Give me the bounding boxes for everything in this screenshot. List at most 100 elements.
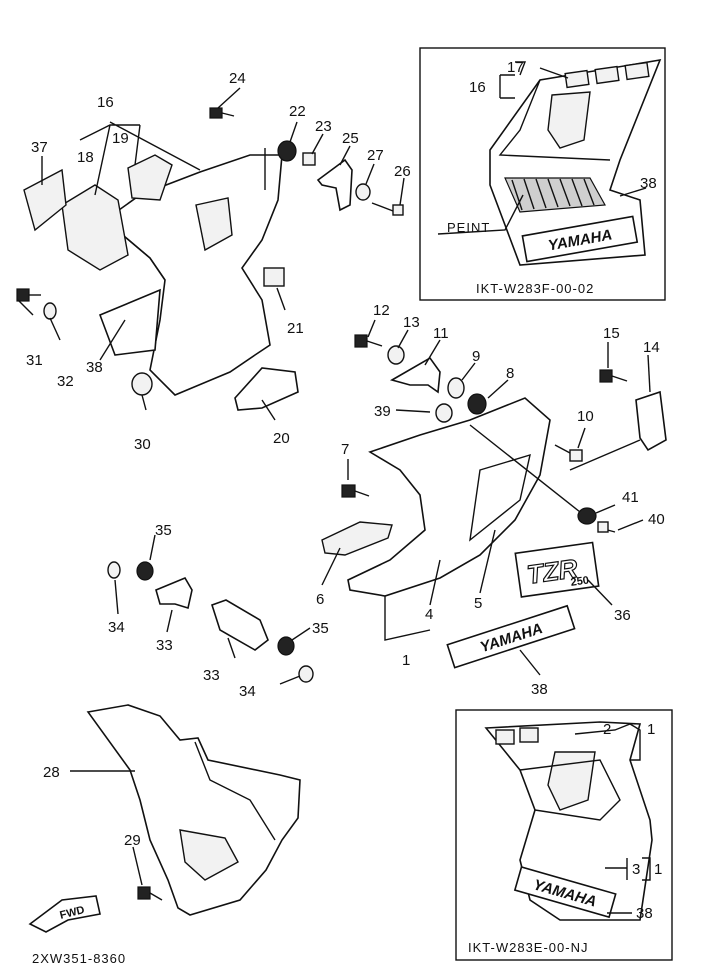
washer-34 bbox=[107, 561, 121, 579]
fairing-vent bbox=[195, 197, 233, 252]
screw-29 bbox=[137, 886, 163, 901]
callout-3: 3 bbox=[632, 861, 640, 878]
grommet-22 bbox=[277, 140, 297, 162]
screw-10 bbox=[554, 444, 583, 462]
callout-19: 19 bbox=[112, 130, 129, 147]
decal-yamaha: YAMAHA 38 bbox=[446, 604, 576, 698]
callout-28: 28 bbox=[43, 764, 60, 781]
callout-21: 21 bbox=[287, 320, 304, 337]
callout-40: 40 bbox=[648, 511, 665, 528]
inset-top-paint-hatch bbox=[504, 177, 606, 213]
callout-38: 38 bbox=[640, 175, 657, 192]
grommet-35 bbox=[136, 561, 154, 581]
inner-panel-18 bbox=[61, 184, 129, 271]
bolt-12 bbox=[354, 334, 383, 348]
inset-bottom-code: IKT-W283E-00-NJ bbox=[468, 940, 588, 955]
callout-37: 37 bbox=[31, 139, 48, 156]
screw-7 bbox=[341, 484, 370, 498]
inset-bottom-vent bbox=[547, 751, 596, 811]
callout-26: 26 bbox=[394, 163, 411, 180]
callout-6: 6 bbox=[316, 591, 324, 608]
callout-41: 41 bbox=[622, 489, 639, 506]
callout-36: 36 bbox=[614, 607, 631, 624]
callout-14: 14 bbox=[643, 339, 660, 356]
lower-fairing-panel bbox=[86, 704, 301, 916]
part-20 bbox=[234, 367, 299, 411]
washer-27 bbox=[355, 183, 371, 201]
upper-fairing-assembly: 16 19 18 37 31 32 38 30 21 20 24 22 23 2… bbox=[16, 70, 411, 453]
callout-38c: 38 bbox=[531, 681, 548, 698]
bracket-33 bbox=[155, 576, 193, 610]
inner-panel-19 bbox=[127, 154, 173, 201]
fwd-arrow: FWD bbox=[28, 895, 101, 933]
inset-top-vent bbox=[547, 91, 591, 149]
callout-20: 20 bbox=[273, 430, 290, 447]
callout-30: 30 bbox=[134, 436, 151, 453]
lower-fairing-vent bbox=[179, 829, 239, 881]
callout-2: 2 bbox=[603, 721, 611, 738]
peint-label: PEINT bbox=[447, 220, 490, 235]
washer-13 bbox=[387, 345, 405, 365]
callout-8: 8 bbox=[506, 365, 514, 382]
callout-18: 18 bbox=[77, 149, 94, 166]
callout-22: 22 bbox=[289, 103, 306, 120]
collar-9 bbox=[447, 377, 465, 399]
callout-35: 35 bbox=[155, 522, 172, 539]
callout-4: 4 bbox=[425, 606, 433, 623]
grommet-35b bbox=[277, 636, 295, 656]
screw-31 bbox=[16, 288, 41, 302]
callout-38d: 38 bbox=[636, 905, 653, 922]
callout-33: 33 bbox=[156, 637, 173, 654]
drawing-code: 2XW351-8360 bbox=[32, 951, 126, 966]
inset-bottom: YAMAHA 2 1 3 1 38 IKT-W283E-00-NJ bbox=[455, 709, 673, 961]
callout-24: 24 bbox=[229, 70, 246, 87]
screw-40 bbox=[597, 521, 616, 533]
upper-fairing-panel bbox=[103, 154, 283, 396]
bolt-26 bbox=[371, 202, 404, 216]
callout-16: 16 bbox=[469, 79, 486, 96]
part-21 bbox=[263, 267, 285, 287]
callout-15: 15 bbox=[603, 325, 620, 342]
decal-panel-38 bbox=[98, 288, 161, 356]
bolt-15 bbox=[599, 369, 628, 383]
callout-34: 34 bbox=[108, 619, 125, 636]
washer-34b bbox=[298, 665, 314, 683]
collar-39 bbox=[435, 403, 453, 423]
lower-fairing-assembly: 28 29 FWD 2XW351-8360 bbox=[28, 704, 301, 966]
inset-top: YAMAHA 16 17 38 PEINT IKT-W283F-00-02 bbox=[419, 47, 666, 301]
part-6 bbox=[321, 521, 393, 556]
grommet-41 bbox=[577, 507, 597, 525]
callout-25: 25 bbox=[342, 130, 359, 147]
callout-27: 27 bbox=[367, 147, 384, 164]
callout-5: 5 bbox=[474, 595, 482, 612]
callout-1: 1 bbox=[402, 652, 410, 669]
grommet-8 bbox=[467, 393, 487, 415]
inset-top-code: IKT-W283F-00-02 bbox=[476, 281, 594, 296]
callout-32: 32 bbox=[57, 373, 74, 390]
callout-35b: 35 bbox=[312, 620, 329, 637]
callout-34b: 34 bbox=[239, 683, 256, 700]
bracket-33b bbox=[211, 599, 269, 651]
callout-16b: 16 bbox=[97, 94, 114, 111]
callout-13: 13 bbox=[403, 314, 420, 331]
callout-31: 31 bbox=[26, 352, 43, 369]
collar-23 bbox=[302, 152, 316, 166]
washer-32 bbox=[43, 302, 57, 320]
inset-bottom-frame bbox=[455, 709, 673, 961]
callout-11: 11 bbox=[433, 325, 449, 342]
callout-33b: 33 bbox=[203, 667, 220, 684]
callout-29: 29 bbox=[124, 832, 141, 849]
bracket-14 bbox=[635, 390, 667, 452]
callout-39: 39 bbox=[374, 403, 391, 420]
callout-10: 10 bbox=[577, 408, 594, 425]
fwd-label: FWD bbox=[59, 904, 86, 922]
callout-23: 23 bbox=[315, 118, 332, 135]
callout-1c: 1 bbox=[654, 861, 662, 878]
callout-12: 12 bbox=[373, 302, 390, 319]
seal-37 bbox=[23, 168, 67, 232]
inset-top-yamaha-decal: YAMAHA bbox=[521, 215, 639, 263]
bracket-group: 35 34 33 35 33 34 bbox=[107, 522, 329, 700]
callout-38b: 38 bbox=[86, 359, 103, 376]
